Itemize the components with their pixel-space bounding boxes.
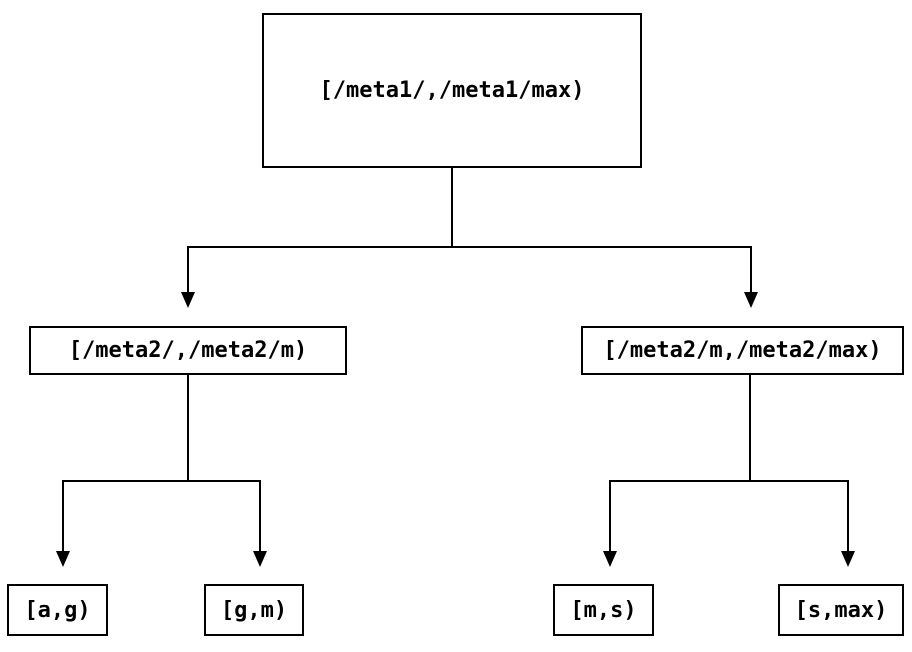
- node-leaf-g-m: [g,m): [204, 584, 304, 636]
- edge-root-branches: [187, 246, 752, 292]
- node-leaf-m-s: [m,s): [553, 584, 654, 636]
- arrowhead-to-leaf2-icon: [253, 551, 267, 567]
- edge-right-branches: [609, 480, 849, 551]
- node-meta2-upper-range: [/meta2/m,/meta2/max): [581, 326, 904, 375]
- node-leaf-a-g: [a,g): [7, 584, 108, 636]
- arrowhead-to-leaf3-icon: [603, 551, 617, 567]
- arrowhead-to-leaf4-icon: [841, 551, 855, 567]
- node-meta2-lower-range: [/meta2/,/meta2/m): [29, 326, 347, 375]
- arrowhead-to-right-node-icon: [744, 292, 758, 308]
- arrowhead-to-left-node-icon: [181, 292, 195, 308]
- node-root-meta1-range: [/meta1/,/meta1/max): [262, 13, 642, 168]
- arrowhead-to-leaf1-icon: [56, 551, 70, 567]
- edge-left-branches: [62, 480, 261, 551]
- node-leaf-s-max: [s,max): [778, 584, 904, 636]
